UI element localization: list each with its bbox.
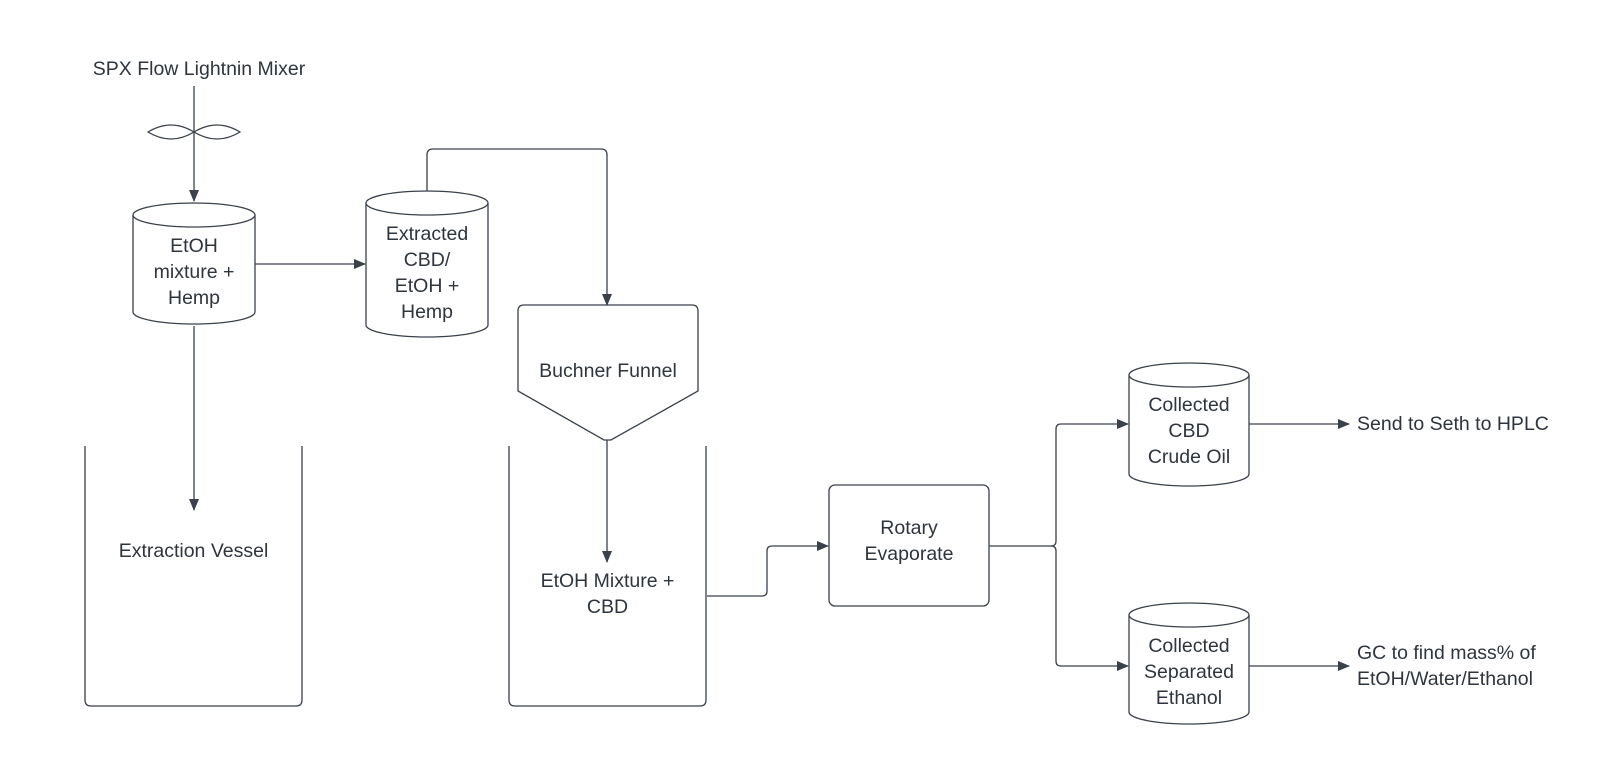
edge-to-buchner[interactable]	[426, 148, 612, 306]
edge-to-crude-oil[interactable]	[989, 419, 1129, 547]
cylinder-crude-oil[interactable]	[1128, 362, 1250, 487]
cylinder-extracted[interactable]	[365, 190, 489, 338]
etoh-cbd-vessel-shape[interactable]	[508, 446, 707, 707]
impeller-icon	[146, 124, 242, 140]
buchner-funnel-label: Buchner Funnel	[539, 360, 677, 382]
gc-label: GC to find mass% of EtOH/Water/Ethanol	[1357, 642, 1536, 690]
mixer-label: SPX Flow Lightnin Mixer	[92, 58, 306, 80]
crude-oil-label: Collected CBD Crude Oil	[1147, 394, 1231, 468]
extraction-vessel-label: Extraction Vessel	[118, 540, 269, 562]
hplc-label: Send to Seth to HPLC	[1357, 413, 1549, 435]
edge-to-rotary[interactable]	[707, 541, 829, 597]
etoh-cbd-label: EtOH Mixture + CBD	[540, 570, 675, 618]
extraction-vessel-shape[interactable]	[84, 446, 303, 707]
rotary-evaporate-label: Rotary Evaporate	[864, 517, 954, 565]
etoh-hemp-label: EtOH mixture + Hemp	[153, 235, 235, 309]
cylinder-etoh-hemp[interactable]	[132, 202, 256, 325]
buchner-funnel-shape[interactable]	[517, 304, 699, 441]
cylinder-ethanol[interactable]	[1128, 602, 1250, 725]
ethanol-label: Collected Separated Ethanol	[1144, 635, 1234, 709]
extracted-label: Extracted CBD/ EtOH + Hemp	[385, 223, 469, 323]
edge-to-ethanol[interactable]	[1050, 545, 1129, 671]
